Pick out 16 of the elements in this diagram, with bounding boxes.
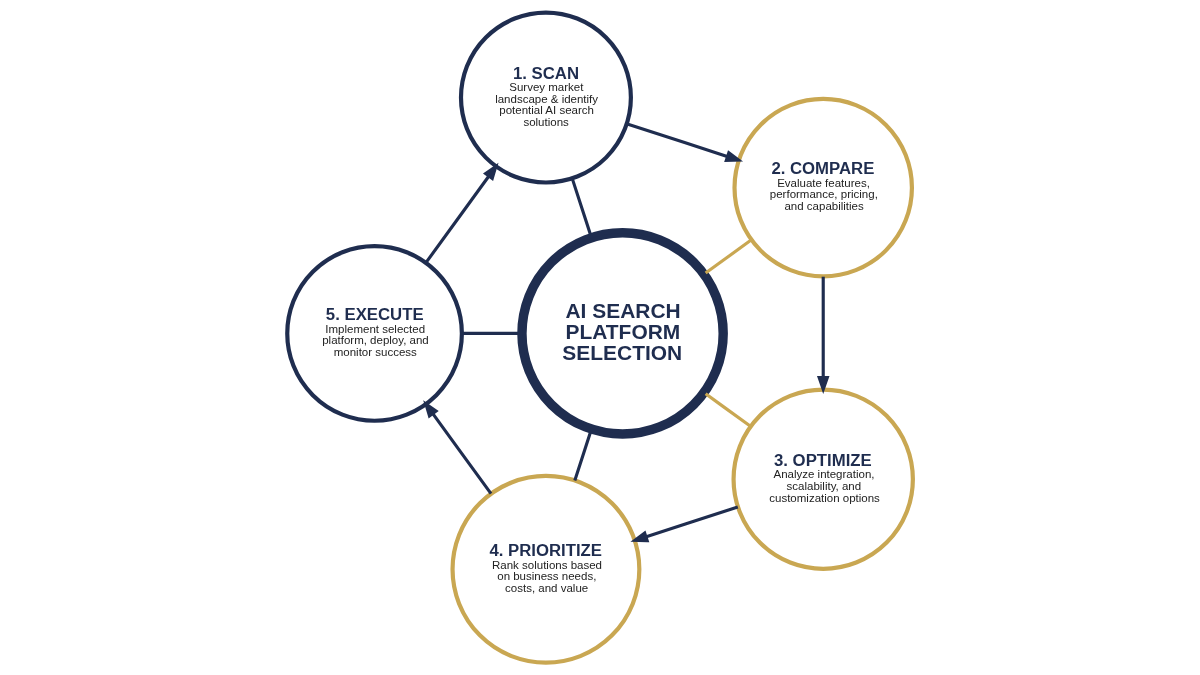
node-circle: 2. COMPARE Evaluate features, performance, pricing, and capabilities	[732, 96, 914, 279]
connector	[570, 178, 593, 237]
arrow	[626, 122, 744, 162]
arrow	[424, 162, 499, 264]
connector	[573, 430, 593, 481]
arrow	[630, 505, 739, 543]
node-circle: 3. OPTIMIZE Analyze integration, scalability, and customization options	[731, 387, 915, 571]
connector	[704, 238, 753, 275]
node-circle: 4. PRIORITIZE Rank solutions based on business needs, costs, and value	[450, 473, 642, 665]
arrow	[423, 400, 493, 495]
node-circle: 5. EXECUTE Implement selected platform, deploy, and monitor success	[285, 244, 464, 423]
connector	[704, 392, 752, 428]
arrow	[816, 276, 830, 394]
node-circle: 1. SCAN Survey market landscape & identify potential AI search solutions	[458, 10, 633, 185]
node-circle: AI SEARCH PLATFORM SELECTION	[517, 228, 728, 439]
connector	[462, 331, 520, 335]
